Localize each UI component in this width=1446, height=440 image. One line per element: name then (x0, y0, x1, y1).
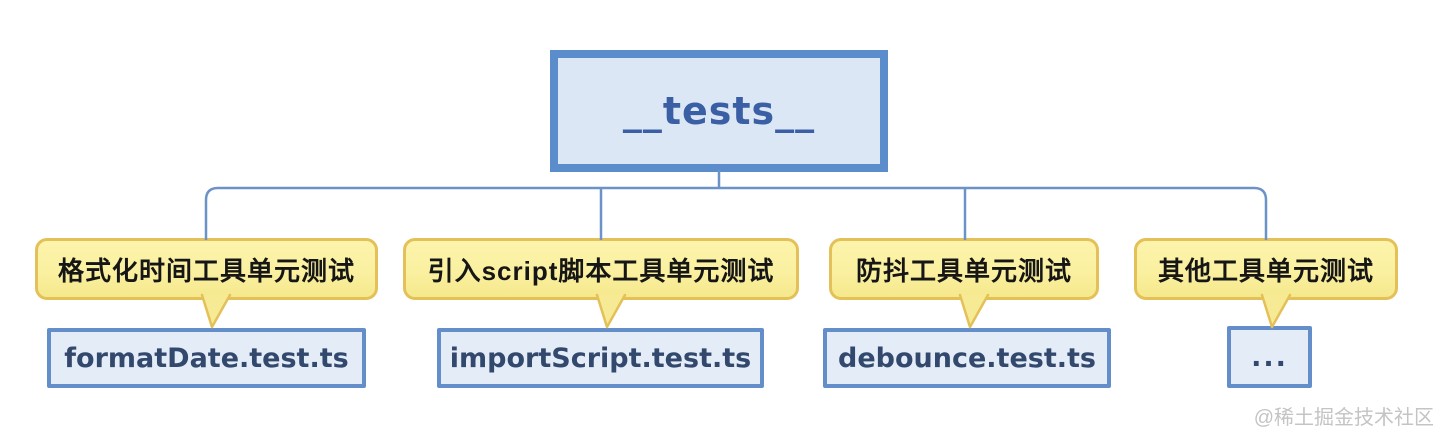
file-node-debounce: debounce.test.ts (823, 328, 1111, 388)
note-bubble-debounce: 防抖工具单元测试 (829, 238, 1099, 300)
note-bubble-others: 其他工具单元测试 (1134, 238, 1398, 300)
file-node-label: ... (1251, 341, 1288, 373)
connector-horizontal-rail (204, 186, 1268, 240)
root-node-label: __tests__ (622, 89, 816, 133)
root-node-tests: __tests__ (550, 50, 888, 172)
file-node-label: importScript.test.ts (449, 342, 752, 374)
note-bubble-label: 防抖工具单元测试 (855, 255, 1072, 286)
file-node-format-date: formatDate.test.ts (47, 328, 366, 388)
file-node-label: formatDate.test.ts (64, 342, 349, 374)
note-bubble-import-script: 引入script脚本工具单元测试 (403, 238, 799, 300)
file-node-import-script: importScript.test.ts (437, 328, 764, 388)
note-bubble-label: 其他工具单元测试 (1157, 255, 1374, 286)
note-bubble-label: 引入script脚本工具单元测试 (427, 255, 775, 286)
file-node-label: debounce.test.ts (838, 342, 1096, 374)
watermark: @稀土掘金技术社区 (1253, 407, 1434, 429)
note-bubble-label: 格式化时间工具单元测试 (57, 255, 355, 286)
note-bubble-format-date: 格式化时间工具单元测试 (35, 238, 378, 300)
file-node-others: ... (1227, 326, 1312, 388)
